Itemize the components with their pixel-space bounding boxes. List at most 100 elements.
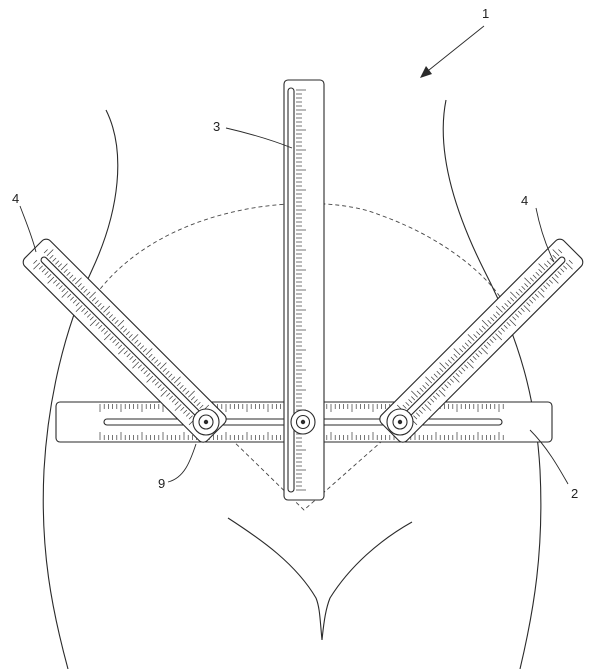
tick-mark [458,370,463,375]
tick-mark [91,297,96,302]
tick-mark [142,348,147,353]
tick-mark [55,282,60,287]
tick-mark [101,327,106,332]
tick-mark [83,288,88,293]
tick-mark [529,277,534,282]
tick-mark [182,387,187,392]
tick-mark [405,401,410,406]
tick-mark [441,387,446,392]
tick-mark [487,319,492,324]
tick-mark [532,274,537,279]
tick-mark [469,358,474,363]
tick-mark [43,249,48,254]
tick-mark [449,378,454,383]
tick-mark [526,302,531,307]
tick-mark [52,257,57,262]
tick-mark [46,249,54,257]
tick-mark [515,291,520,296]
tick-mark [57,263,62,268]
tick-mark [58,285,63,290]
tick-mark [143,370,148,375]
tick-mark [546,260,551,265]
tick-mark [500,327,505,332]
tick-mark [546,282,551,287]
tick-mark [185,412,190,417]
tick-mark [531,296,537,301]
tick-mark [81,307,86,312]
tick-mark [416,412,421,417]
tick-mark [543,285,548,290]
tick-mark [128,334,133,339]
tick-mark [166,392,171,397]
tick-mark [435,392,440,397]
dashed-v [225,433,391,511]
tick-mark [421,406,426,411]
tick-mark [94,300,99,305]
tick-mark [466,361,474,369]
tick-mark [174,404,182,411]
crotch-line [227,517,413,641]
tick-mark [411,396,416,401]
center-slot [287,87,295,493]
tick-mark [538,263,546,271]
tick-mark [120,325,125,330]
tick-mark [495,311,500,316]
tick-mark [132,358,137,363]
pivot-center [290,409,316,435]
tick-mark [444,384,449,389]
tick-mark [427,401,432,406]
tick-mark [100,305,105,310]
tick-mark [63,269,68,274]
tick-mark [196,401,201,406]
tick-mark [538,269,543,274]
tick-mark [503,324,508,329]
tick-mark [478,328,483,333]
tick-mark [103,333,111,341]
tick-mark [425,376,433,384]
tick-mark [89,316,94,321]
tick-mark [517,310,522,315]
tick-mark [188,390,195,398]
tick-mark [489,339,494,344]
dashed-arc [91,203,503,301]
tick-mark [534,293,539,298]
tick-mark [552,254,557,259]
leader-4-left [19,205,37,253]
tick-mark [159,362,167,370]
tick-mark [430,376,435,381]
center-ruler [283,79,325,501]
tick-mark [481,319,489,327]
tick-mark [33,262,41,270]
tick-mark [129,355,134,361]
tick-mark [188,415,193,420]
tick-mark [524,277,532,285]
leader-lines [19,25,569,485]
right-angled-ruler [379,238,584,443]
tick-mark [438,389,446,397]
left-ruler-slot [40,256,204,420]
tick-mark [433,373,438,378]
tick-mark [473,334,478,339]
tick-mark [467,334,475,341]
tick-mark [53,279,58,284]
tick-mark [67,293,72,298]
pivot-right [386,408,414,436]
tick-mark [506,322,511,327]
tick-mark [504,302,509,307]
tick-mark [137,364,142,369]
tick-mark [137,342,142,347]
tick-mark [518,288,523,293]
tick-mark [60,263,68,271]
tick-mark [47,273,52,278]
tick-mark [521,285,526,291]
tick-mark [501,305,506,310]
tick-mark [509,319,517,327]
tick-mark [493,314,498,319]
tick-mark [453,353,458,358]
tick-mark [472,355,477,361]
tick-mark [455,372,460,377]
tick-mark [176,382,181,387]
tick-mark [75,305,83,312]
tick-mark [146,372,151,377]
tick-mark [75,302,80,307]
